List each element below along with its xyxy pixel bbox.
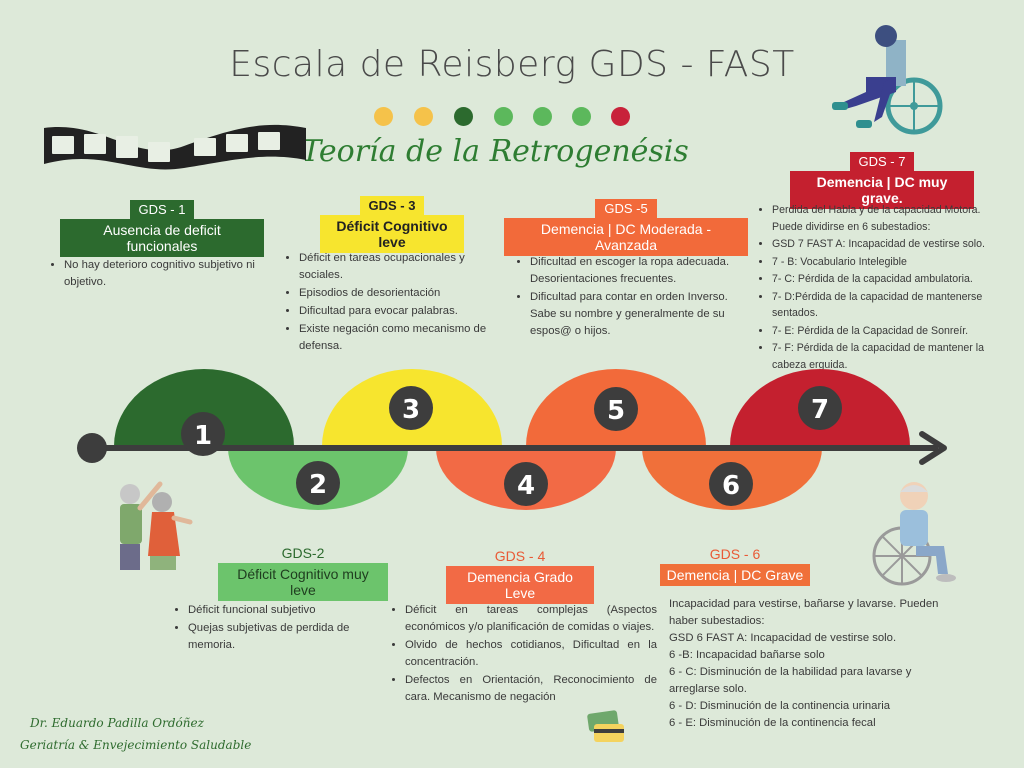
color-dot — [454, 107, 473, 126]
list-item: Episodios de desorientación — [299, 285, 511, 302]
text-line: 6 - D: Disminución de la continencia uri… — [669, 700, 891, 712]
list-item: Déficit en tareas ocupacionales y social… — [299, 250, 511, 284]
stage-5-number: 5 — [607, 396, 625, 426]
gds-1-name: Ausencia de deficit funcionales — [60, 219, 264, 257]
stage-6-text: Incapacidad para vestirse, bañarse y lav… — [669, 596, 959, 732]
gds-4-tag: GDS - 4 — [494, 548, 546, 564]
stage-2-number: 2 — [309, 470, 327, 500]
gds-5-tag: GDS -5 — [595, 199, 657, 218]
list-item: GSD 7 FAST A: Incapacidad de vestirse so… — [772, 236, 1004, 253]
list-item: 7 - B: Vocabulario Intelegible — [772, 254, 1004, 271]
gds-6-tag: GDS - 6 — [709, 546, 761, 562]
list-item: Dificultad para evocar palabras. — [299, 303, 511, 320]
list-item: Quejas subjetivas de perdida de memoria. — [188, 620, 384, 654]
list-item: 7- E: Pérdida de la Capacidad de Sonreír… — [772, 323, 1004, 340]
list-item: Perdida del Habla y de la capacidad Moto… — [772, 202, 1004, 235]
stage-6-number: 6 — [722, 471, 740, 501]
gds-4-name: Demencia Grado Leve — [446, 566, 594, 604]
stage-1-number: 1 — [194, 421, 212, 451]
text-line: GSD 6 FAST A: Incapacidad de vestirse so… — [669, 632, 897, 644]
stage-4-header: GDS - 4 Demencia Grado Leve — [446, 546, 594, 604]
stage-5-number-circle — [594, 387, 638, 431]
gds-3-name: Déficit Cognitivo leve — [320, 215, 464, 253]
stage-4-number: 4 — [517, 471, 535, 501]
stage-1-header: GDS - 1 Ausencia de deficit funcionales — [60, 200, 264, 257]
text-line: 6 - E: Disminución de la continencia fec… — [669, 717, 876, 729]
stage-5-list: Dificultad en escoger la ropa adecuada. … — [514, 254, 754, 341]
stage-7-number-circle — [798, 386, 842, 430]
stage-7-header: GDS - 7 Demencia | DC muy grave. — [790, 152, 974, 209]
stage-1-list: No hay deterioro cognitivo subjetivo ni … — [48, 257, 294, 292]
stage-2-list: Déficit funcional subjetivo Quejas subje… — [172, 602, 384, 655]
dancing-couple-icon — [120, 481, 193, 570]
stage-3-number: 3 — [402, 395, 420, 425]
gds-5-name: Demencia | DC Moderada - Avanzada — [504, 218, 748, 256]
stage-2-number-circle — [296, 461, 340, 505]
gds-3-tag: GDS - 3 — [359, 196, 425, 215]
color-dot — [533, 107, 552, 126]
film-strip-icon — [44, 124, 306, 170]
gds-6-name: Demencia | DC Grave — [660, 564, 810, 586]
subtitle: Teoría de la Retrogenésis — [301, 134, 689, 169]
text-line: Incapacidad para vestirse, bañarse y lav… — [669, 598, 939, 627]
timeline-start-dot — [77, 433, 107, 463]
stage-3-number-circle — [389, 386, 433, 430]
list-item: Defectos en Orientación, Reconocimiento … — [405, 672, 657, 706]
list-item: 7- F: Pérdida de la capacidad de mantene… — [772, 340, 1004, 373]
gds-2-name: Déficit Cognitivo muy leve — [218, 563, 388, 601]
author-credit: Dr. Eduardo Padilla Ordóñez — [30, 716, 204, 730]
stage-1-number-circle — [181, 412, 225, 456]
list-item: Existe negación como mecanismo de defens… — [299, 321, 511, 355]
elderly-man-wheelchair-icon — [872, 482, 956, 586]
list-item: Dificultad en escoger la ropa adecuada. … — [530, 254, 754, 288]
man-in-wheelchair-icon — [832, 25, 943, 135]
stage-3-list: Déficit en tareas ocupacionales y social… — [283, 250, 511, 356]
list-item: Déficit en tareas complejas (Aspectos ec… — [405, 602, 657, 636]
list-item: 7- D:Pérdida de la capacidad de mantener… — [772, 289, 1004, 322]
text-line: 6 -B: Incapacidad bañarse solo — [669, 649, 825, 661]
text-line: 6 - C: Disminución de la habilidad para … — [669, 666, 912, 695]
list-item: 7- C: Pérdida de la capacidad ambulatori… — [772, 271, 1004, 288]
page-title: Escala de Reisberg GDS - FAST — [229, 44, 795, 85]
stage-6-number-circle — [709, 462, 753, 506]
stage-3-header: GDS - 3 Déficit Cognitivo leve — [320, 196, 464, 253]
stage-5-header: GDS -5 Demencia | DC Moderada - Avanzada — [504, 199, 748, 256]
gds-7-name: Demencia | DC muy grave. — [790, 171, 974, 209]
list-item: No hay deterioro cognitivo subjetivo ni … — [64, 257, 294, 291]
cards-icon — [587, 710, 624, 742]
stage-6-header: GDS - 6 Demencia | DC Grave — [660, 544, 810, 586]
stage-7-list: Perdida del Habla y de la capacidad Moto… — [756, 202, 1004, 374]
color-dot — [572, 107, 591, 126]
gds-2-tag: GDS-2 — [281, 545, 325, 561]
stage-4-number-circle — [504, 462, 548, 506]
list-item: Dificultad para contar en orden Inverso.… — [530, 289, 754, 340]
stage-4-list: Déficit en tareas complejas (Aspectos ec… — [389, 602, 657, 707]
stage-2-header: GDS-2 Déficit Cognitivo muy leve — [218, 543, 388, 601]
list-item: Déficit funcional subjetivo — [188, 602, 384, 619]
timeline-diagram: 1 2 3 4 5 6 7 — [77, 369, 947, 510]
list-item: Olvido de hechos cotidianos, Dificultad … — [405, 637, 657, 671]
gds-1-tag: GDS - 1 — [129, 200, 195, 219]
author-affiliation: Geriatría & Envejecimiento Saludable — [20, 738, 252, 752]
stage-7-number: 7 — [811, 395, 829, 425]
color-dot — [414, 107, 433, 126]
stage-1-arc — [114, 369, 294, 446]
gds-7-tag: GDS - 7 — [849, 152, 915, 171]
color-dot — [374, 107, 393, 126]
color-dot — [611, 107, 630, 126]
color-dot — [494, 107, 513, 126]
arrow-head-icon — [919, 431, 947, 465]
